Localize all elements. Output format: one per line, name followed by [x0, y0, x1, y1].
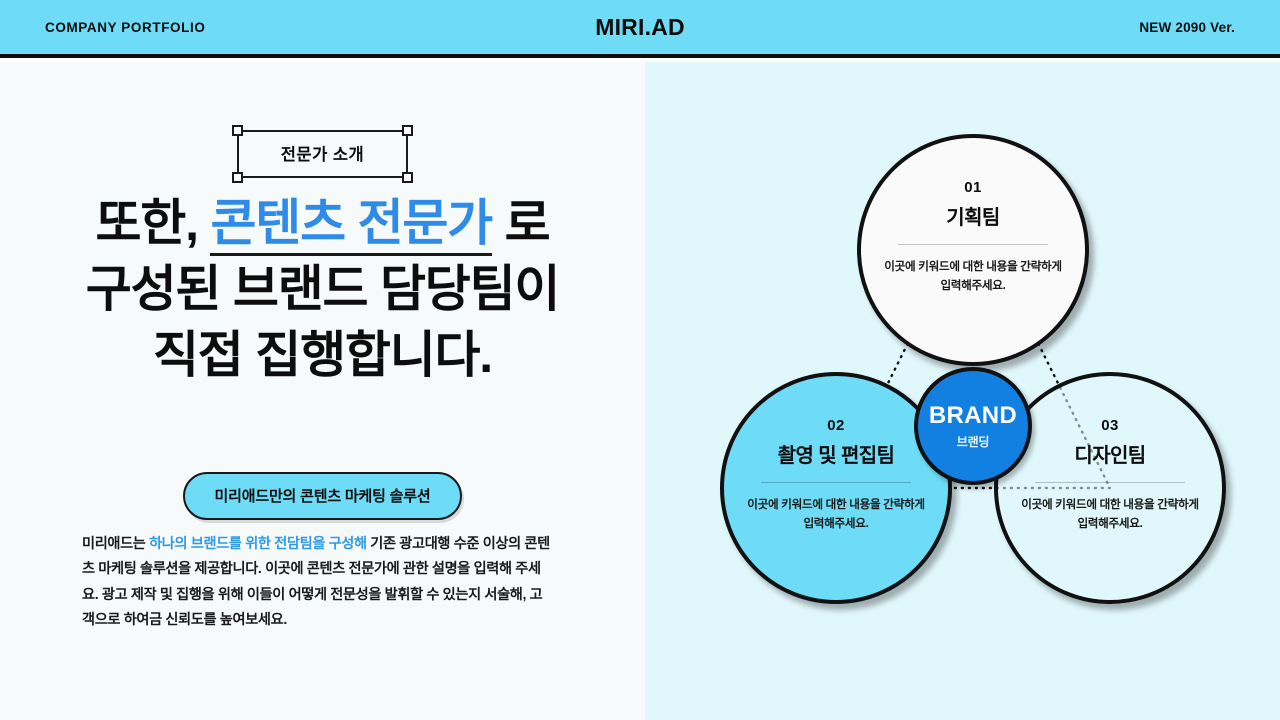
node-01-title: 기획팀 [946, 207, 1000, 229]
node-02-description: 이곳에 키워드에 대한 내용을 간략하게 입력해주세요. [747, 498, 925, 530]
headline-line-2: 구성된 브랜드 담당팀이 [85, 261, 561, 317]
section-tag-wrapper: 전문가 소개 [0, 125, 645, 183]
slide-header: COMPANY PORTFOLIO MIRI.AD NEW 2090 Ver. [0, 0, 1280, 58]
diagram-center-brand[interactable]: BRAND 브랜딩 [914, 367, 1032, 485]
headline-line-3: 직접 집행합니다. [153, 327, 493, 383]
brand-subtitle: 브랜딩 [956, 435, 990, 449]
left-content-panel: 전문가 소개 또한, 콘텐츠 전문가 로 구성된 브랜드 담당팀이 직접 집행합… [0, 62, 645, 720]
node-02-title: 촬영 및 편집팀 [777, 445, 895, 467]
venn-diagram: 01 기획팀 이곳에 키워드에 대한 내용을 간략하게 입력해주세요. 03 디… [645, 62, 1280, 720]
body-accent-phrase: 하나의 브랜드를 위한 전담팀을 구성해 [149, 536, 367, 552]
body-paragraph: 미리애드는 하나의 브랜드를 위한 전담팀을 구성해 기존 광고대행 수준 이상… [82, 532, 552, 633]
solution-badge: 미리애드만의 콘텐츠 마케팅 솔루션 [182, 472, 463, 520]
node-03-number: 03 [1101, 417, 1119, 434]
header-portfolio-label: COMPANY PORTFOLIO [45, 19, 206, 35]
node-01-divider [898, 244, 1048, 245]
resize-handle-bottom-left-icon[interactable] [231, 172, 243, 183]
headline-line-1-before: 또한, [95, 195, 211, 251]
node-03-description: 이곳에 키워드에 대한 내용을 간략하게 입력해주세요. [1021, 498, 1199, 530]
solution-pill-wrapper: 미리애드만의 콘텐츠 마케팅 솔루션 [0, 472, 645, 520]
header-brand-logo: MIRI.AD [595, 13, 685, 40]
node-01-description: 이곳에 키워드에 대한 내용을 간략하게 입력해주세요. [884, 260, 1062, 292]
node-03-divider [1035, 482, 1185, 483]
diagram-node-01[interactable]: 01 기획팀 이곳에 키워드에 대한 내용을 간략하게 입력해주세요. [857, 134, 1089, 366]
node-02-divider [761, 482, 911, 483]
body-part-2: 기존 광고대행 수준 이상의 콘텐츠 마케팅 솔루션을 제공합니다. 이곳에 콘… [82, 536, 550, 628]
page-title: 또한, 콘텐츠 전문가 로 구성된 브랜드 담당팀이 직접 집행합니다. [30, 190, 615, 388]
headline-accent-phrase: 콘텐츠 전문가 [210, 195, 493, 256]
brand-title: BRAND [928, 402, 1018, 429]
body-part-1: 미리애드는 [82, 536, 150, 552]
diagram-node-02[interactable]: 02 촬영 및 편집팀 이곳에 키워드에 대한 내용을 간략하게 입력해주세요. [720, 372, 952, 604]
node-03-title: 디자인팀 [1074, 445, 1146, 467]
node-02-number: 02 [827, 417, 845, 434]
headline-line-1-after: 로 [491, 195, 551, 251]
node-01-number: 01 [964, 179, 982, 196]
dotted-triangle-icon [834, 209, 1112, 490]
diagram-node-03[interactable]: 03 디자인팀 이곳에 키워드에 대한 내용을 간략하게 입력해주세요. [994, 372, 1226, 604]
section-tag-label: 전문가 소개 [280, 146, 365, 164]
right-diagram-panel: 01 기획팀 이곳에 키워드에 대한 내용을 간략하게 입력해주세요. 03 디… [645, 62, 1280, 720]
section-tag-box: 전문가 소개 [231, 125, 414, 183]
header-version-label: NEW 2090 Ver. [1139, 19, 1235, 35]
resize-handle-top-right-icon[interactable] [402, 125, 414, 136]
resize-handle-top-left-icon[interactable] [231, 125, 243, 136]
headline-line-1: 또한, 콘텐츠 전문가 로 [30, 190, 615, 256]
resize-handle-bottom-right-icon[interactable] [402, 172, 414, 183]
diagram-connector-lines [834, 209, 1112, 490]
